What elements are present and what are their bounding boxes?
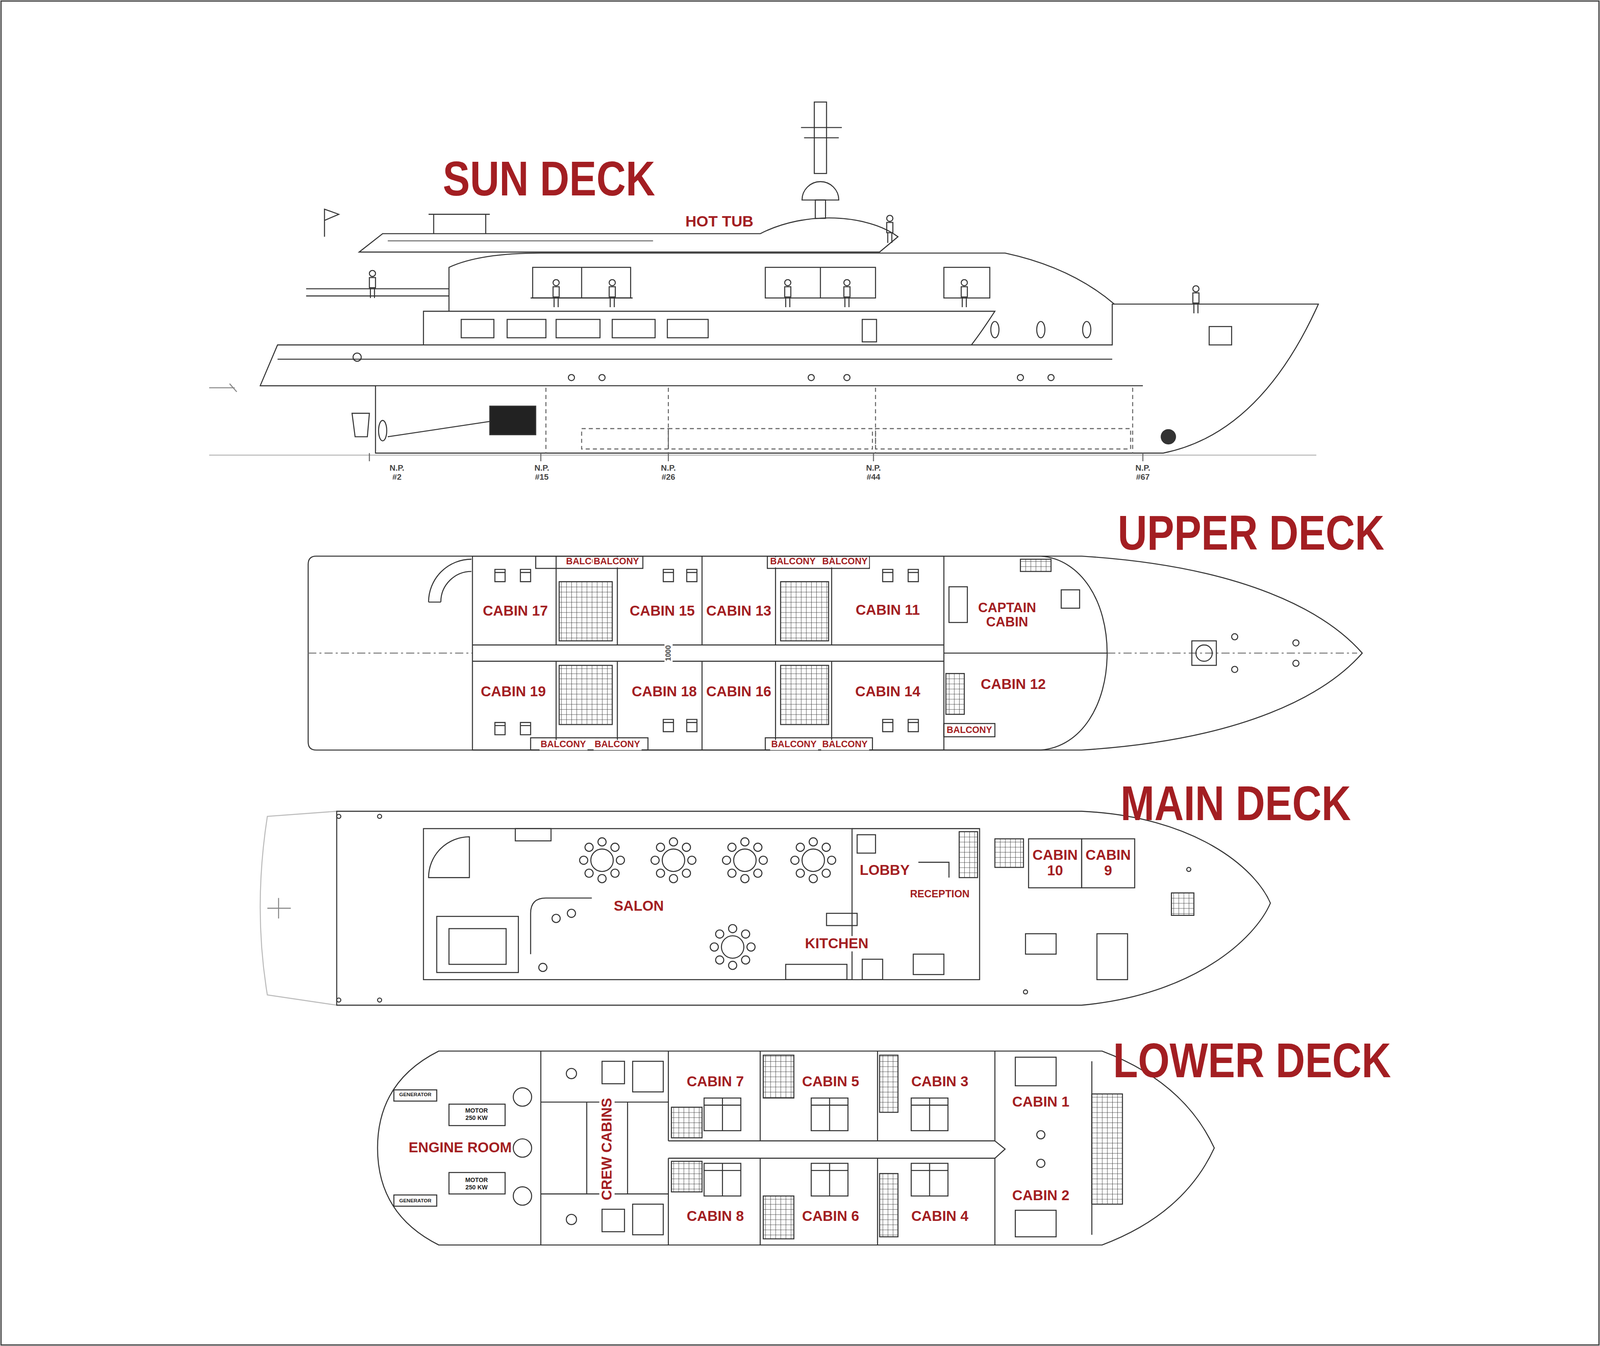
- area-label: KITCHEN: [803, 935, 870, 952]
- equipment-label: GENERATOR: [398, 1198, 433, 1204]
- side-profile: [209, 102, 1319, 462]
- cabin-label: CABIN 10: [1030, 847, 1080, 879]
- area-label: RECEPTION: [909, 887, 971, 900]
- deck-title: UPPER DECK: [1116, 506, 1386, 561]
- balcony-label: BALCONY: [821, 557, 869, 568]
- deck-title: SUN DECK: [442, 152, 656, 207]
- cabin-label: CABIN 15: [628, 603, 697, 619]
- cabin-label: CABIN 1: [1011, 1093, 1071, 1110]
- equipment-label: MOTOR 250 KW: [460, 1107, 493, 1121]
- area-label: SALON: [612, 897, 666, 914]
- main-deck-plan: [260, 811, 1271, 1005]
- frame-number: N.P. #2: [384, 464, 410, 483]
- cabin-label: CABIN 13: [705, 603, 773, 619]
- cabin-label: CAPTAIN CABIN: [974, 600, 1040, 631]
- cabin-label: CABIN 8: [685, 1207, 745, 1224]
- balcony-label: BALCONY: [768, 557, 817, 568]
- cabin-label: CABIN 3: [910, 1073, 970, 1089]
- frame-number: N.P. #67: [1130, 464, 1156, 483]
- cabin-label: CABIN 14: [854, 683, 922, 700]
- cabin-label: CABIN 16: [705, 683, 773, 700]
- balcony-label: BALCONY: [821, 739, 869, 750]
- balcony-label: BALCONY: [770, 739, 818, 750]
- balcony-label: BALCONY: [539, 739, 587, 750]
- cabin-label: CABIN 4: [910, 1207, 970, 1224]
- cabin-label: CABIN 18: [630, 683, 698, 700]
- cabin-label: CABIN 17: [481, 603, 550, 619]
- frame-number: N.P. #44: [861, 464, 886, 483]
- area-label: ENGINE ROOM: [407, 1139, 513, 1156]
- cabin-label: CABIN 19: [479, 683, 547, 700]
- dimension: 1000: [664, 643, 673, 662]
- cabin-label: CABIN 6: [800, 1207, 860, 1224]
- deck-title: MAIN DECK: [1119, 777, 1352, 832]
- equipment-label: GENERATOR: [398, 1091, 433, 1098]
- frame-number: N.P. #15: [529, 464, 555, 483]
- lower-deck-plan: [377, 1050, 1215, 1245]
- cabin-label: CABIN 12: [979, 676, 1048, 693]
- balcony-label: BALCONY: [592, 557, 640, 568]
- cabin-label: CABIN 7: [685, 1073, 745, 1089]
- equipment-label: MOTOR 250 KW: [460, 1176, 493, 1190]
- cabin-label: CABIN 2: [1011, 1187, 1071, 1204]
- upper-deck-plan: [308, 555, 1363, 750]
- area-label: LOBBY: [858, 862, 911, 879]
- cabin-label: CABIN 9: [1083, 847, 1133, 879]
- cabin-label: CABIN 5: [800, 1073, 860, 1089]
- balcony-label: BALCONY: [945, 725, 994, 736]
- area-label: HOT TUB: [684, 213, 755, 230]
- cabin-label: CABIN 11: [854, 602, 922, 618]
- deck-title: LOWER DECK: [1112, 1034, 1392, 1089]
- area-label: CREW CABINS: [599, 1096, 615, 1201]
- balcony-label: BALCONY: [593, 739, 641, 750]
- frame-number: N.P. #26: [655, 464, 681, 483]
